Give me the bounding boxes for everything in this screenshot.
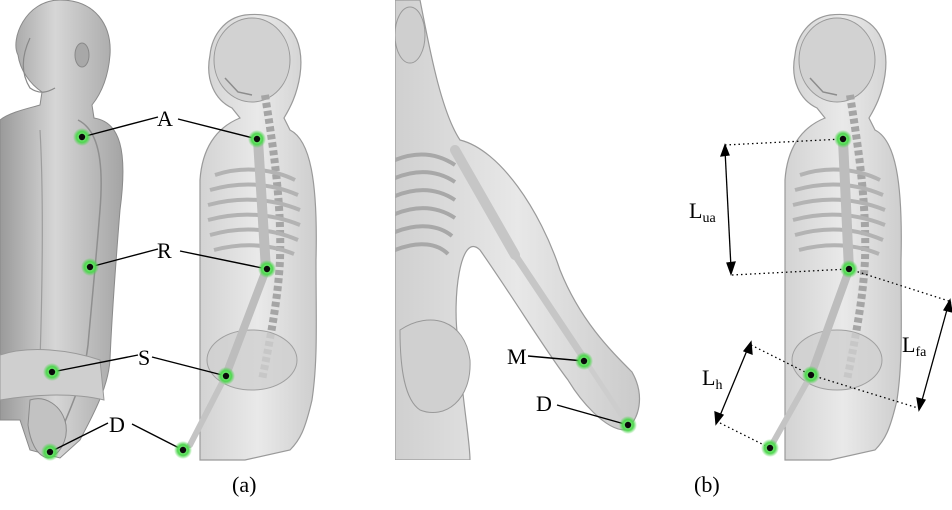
marker-elbow-b <box>840 260 858 278</box>
marker-shoulder-b <box>834 130 852 148</box>
label-l-h: Lh <box>702 365 722 393</box>
caption-b: (b) <box>694 472 720 497</box>
arrowhead-fa-bottom <box>917 398 925 410</box>
arrow-ua <box>725 150 731 268</box>
marker-s-solid <box>43 363 61 381</box>
marker-r-skeleton <box>258 260 276 278</box>
arrowhead-h-top <box>744 342 752 354</box>
caption-a: (a) <box>232 472 256 497</box>
arrow-h <box>719 348 748 418</box>
marker-wrist-b <box>802 366 820 384</box>
arrowhead-fa-top <box>944 300 952 312</box>
label-r: R <box>157 238 172 263</box>
marker-s-skeleton <box>217 367 235 385</box>
label-s: S <box>138 345 150 370</box>
marker-a-solid <box>73 128 91 146</box>
arrowhead-h-bottom <box>715 412 723 424</box>
marker-tip-b <box>761 439 779 457</box>
marker-r-solid <box>81 258 99 276</box>
skeleton-figure-a <box>190 14 316 460</box>
skeleton-figure-arm-raised <box>395 0 645 460</box>
marker-d-solid <box>41 443 59 461</box>
dotted-tip-h <box>716 421 770 448</box>
label-a: A <box>157 106 173 131</box>
marker-d-mid <box>619 416 637 434</box>
marker-m-mid <box>575 352 593 370</box>
label-l-ua: Lua <box>689 198 716 226</box>
skeleton-figure-b <box>770 14 901 460</box>
solid-human-figure <box>0 0 123 458</box>
arrowhead-ua-bottom <box>727 262 735 274</box>
label-l-fa: Lfa <box>902 332 927 360</box>
label-d: D <box>109 412 125 437</box>
marker-d-skeleton <box>174 441 192 459</box>
marker-a-skeleton <box>248 130 266 148</box>
label-d-mid: D <box>536 391 552 416</box>
label-m: M <box>507 344 527 369</box>
arrowhead-ua-top <box>721 145 729 156</box>
